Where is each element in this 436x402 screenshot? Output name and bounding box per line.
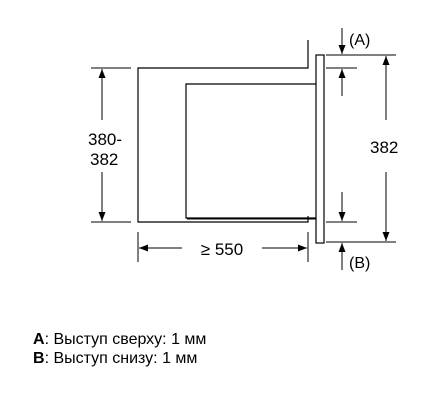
legend-text-a: : Выступ сверху: 1 мм [44,331,207,348]
right-height-dimension [357,54,396,243]
legend: A: Выступ сверху: 1 мм B: Выступ снизу: … [33,330,206,368]
legend-row-b: B: Выступ снизу: 1 мм [33,349,206,368]
dimension-label-height-left-line1: 380- [88,130,122,149]
legend-key-b: B [33,350,45,367]
legend-text-b: : Выступ снизу: 1 мм [44,350,198,367]
appliance-front-panel [315,54,325,244]
dimension-label-height-left-line2: 382 [90,150,118,169]
protrusion-extension-lines [326,54,357,243]
tag-a: (A) [349,32,370,49]
depth-dimension [137,232,309,262]
dimension-label-depth: ≥ 550 [201,240,243,259]
cabinet-niche [137,40,309,223]
legend-key-a: A [33,331,45,348]
tag-b: (B) [349,255,370,272]
appliance-body [185,83,316,220]
legend-row-a: A: Выступ сверху: 1 мм [33,330,206,349]
left-height-dimension [91,67,131,223]
dimension-label-height-right: 382 [370,138,398,157]
